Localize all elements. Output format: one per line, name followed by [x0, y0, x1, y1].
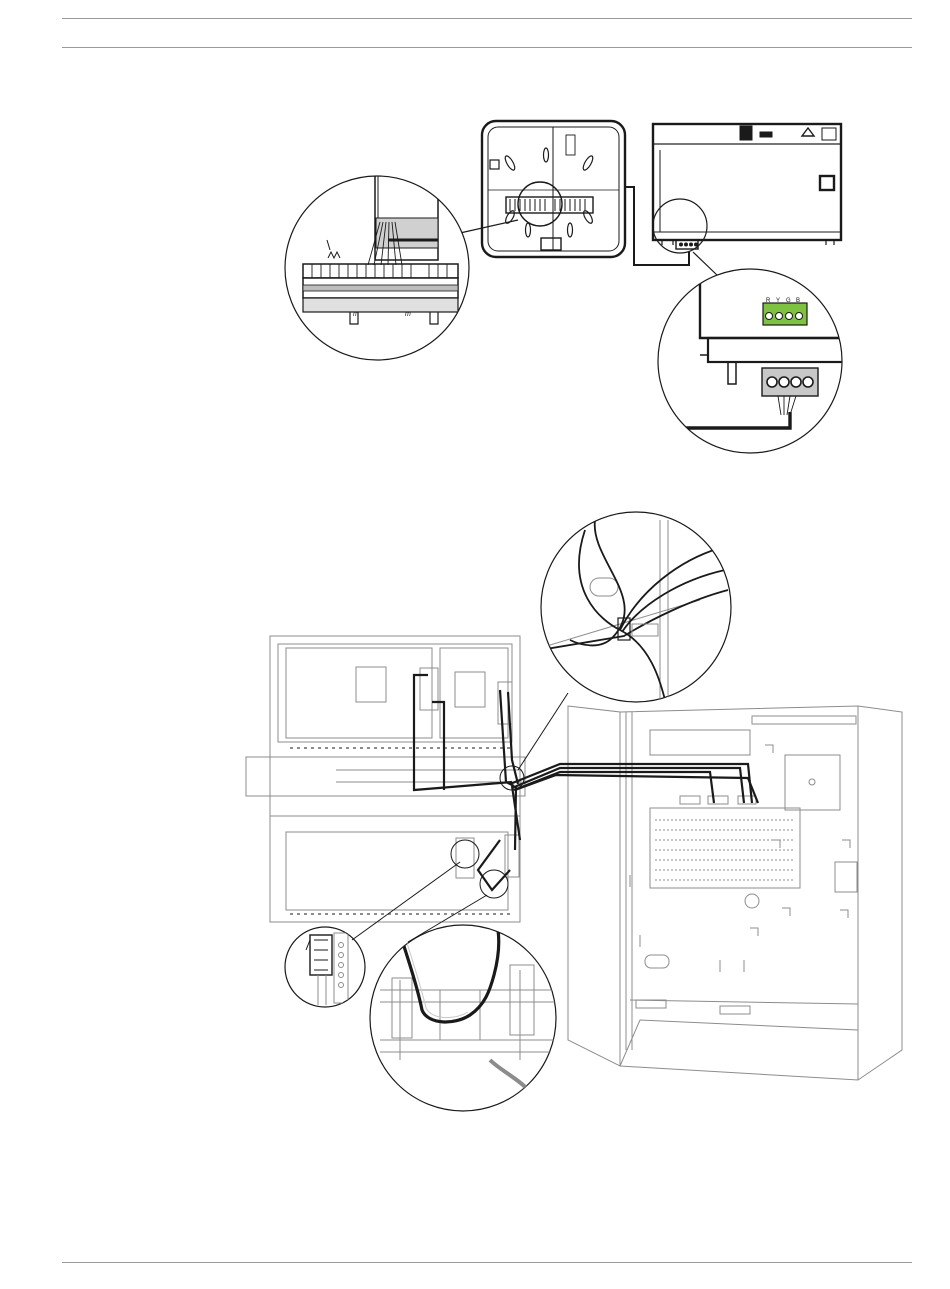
svg-text:m: m: [405, 311, 411, 318]
keypad-backplate: [482, 121, 625, 257]
zoom-rygb-terminal: R Y G B: [658, 269, 848, 453]
svg-text:m: m: [353, 311, 359, 318]
terminal-label-g: G: [786, 298, 791, 304]
zoom-cable-routing: [370, 895, 560, 1111]
terminal-label-b: B: [796, 298, 800, 304]
control-panel-module: [653, 124, 841, 253]
enclosure-cabinet: [568, 706, 902, 1080]
zoom-terminal-strip: m m: [285, 170, 469, 360]
zoom-cable-tie: [518, 512, 731, 770]
bottom-wiring-figure: [246, 512, 902, 1111]
top-wiring-figure: m m: [285, 121, 848, 453]
terminal-label-y: Y: [776, 298, 780, 304]
terminal-label-r: R: [766, 298, 771, 304]
